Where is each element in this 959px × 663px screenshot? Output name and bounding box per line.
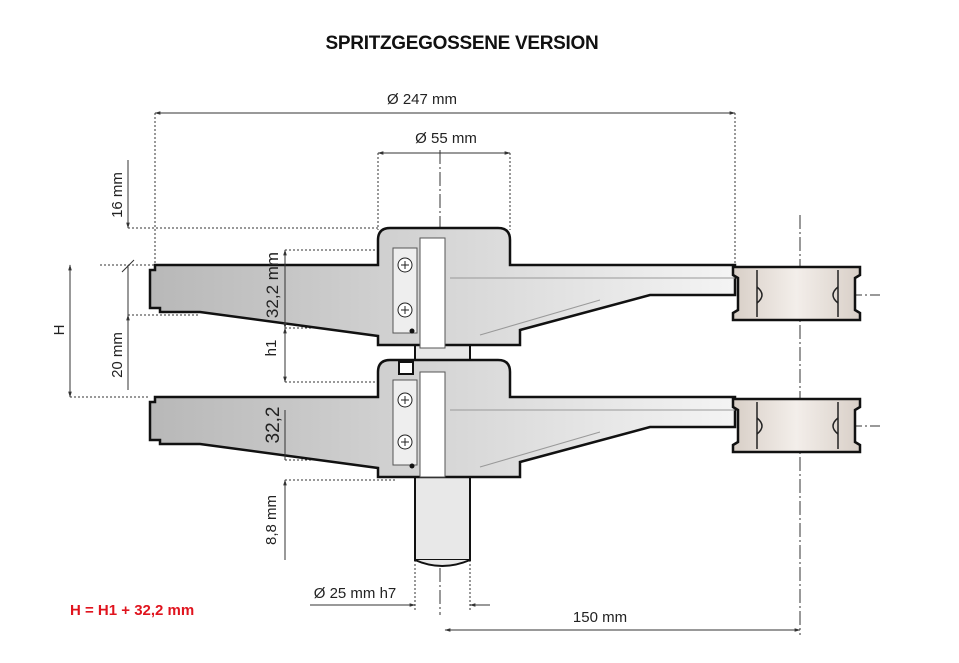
lower-guide-ring [731, 397, 862, 454]
diameter-55-label: Ø 55 mm [415, 130, 477, 147]
upper-guide-ring [731, 265, 862, 322]
height-16-label: 16 mm [109, 172, 126, 218]
length-150-label: 150 mm [573, 609, 627, 626]
height-8-8-label: 8,8 mm [263, 495, 280, 545]
h1-label: h1 [263, 340, 280, 357]
dimension-lines [68, 111, 801, 632]
total-height-H-label: H [51, 325, 68, 336]
upper-arm [148, 226, 737, 349]
lower-32-2-label: 32,2 [263, 407, 284, 444]
drawing-title: SPRITZGEGOSSENE VERSION [326, 33, 599, 54]
height-20-label: 20 mm [109, 332, 126, 378]
extension-lines [70, 113, 736, 610]
height-formula: H = H1 + 32,2 mm [70, 602, 194, 619]
upper-32-2-label: 32,2 mm [263, 252, 282, 318]
shaft-diameter-label: Ø 25 mm h7 [314, 585, 397, 602]
lower-arm [148, 358, 737, 479]
diameter-247-label: Ø 247 mm [387, 91, 457, 108]
